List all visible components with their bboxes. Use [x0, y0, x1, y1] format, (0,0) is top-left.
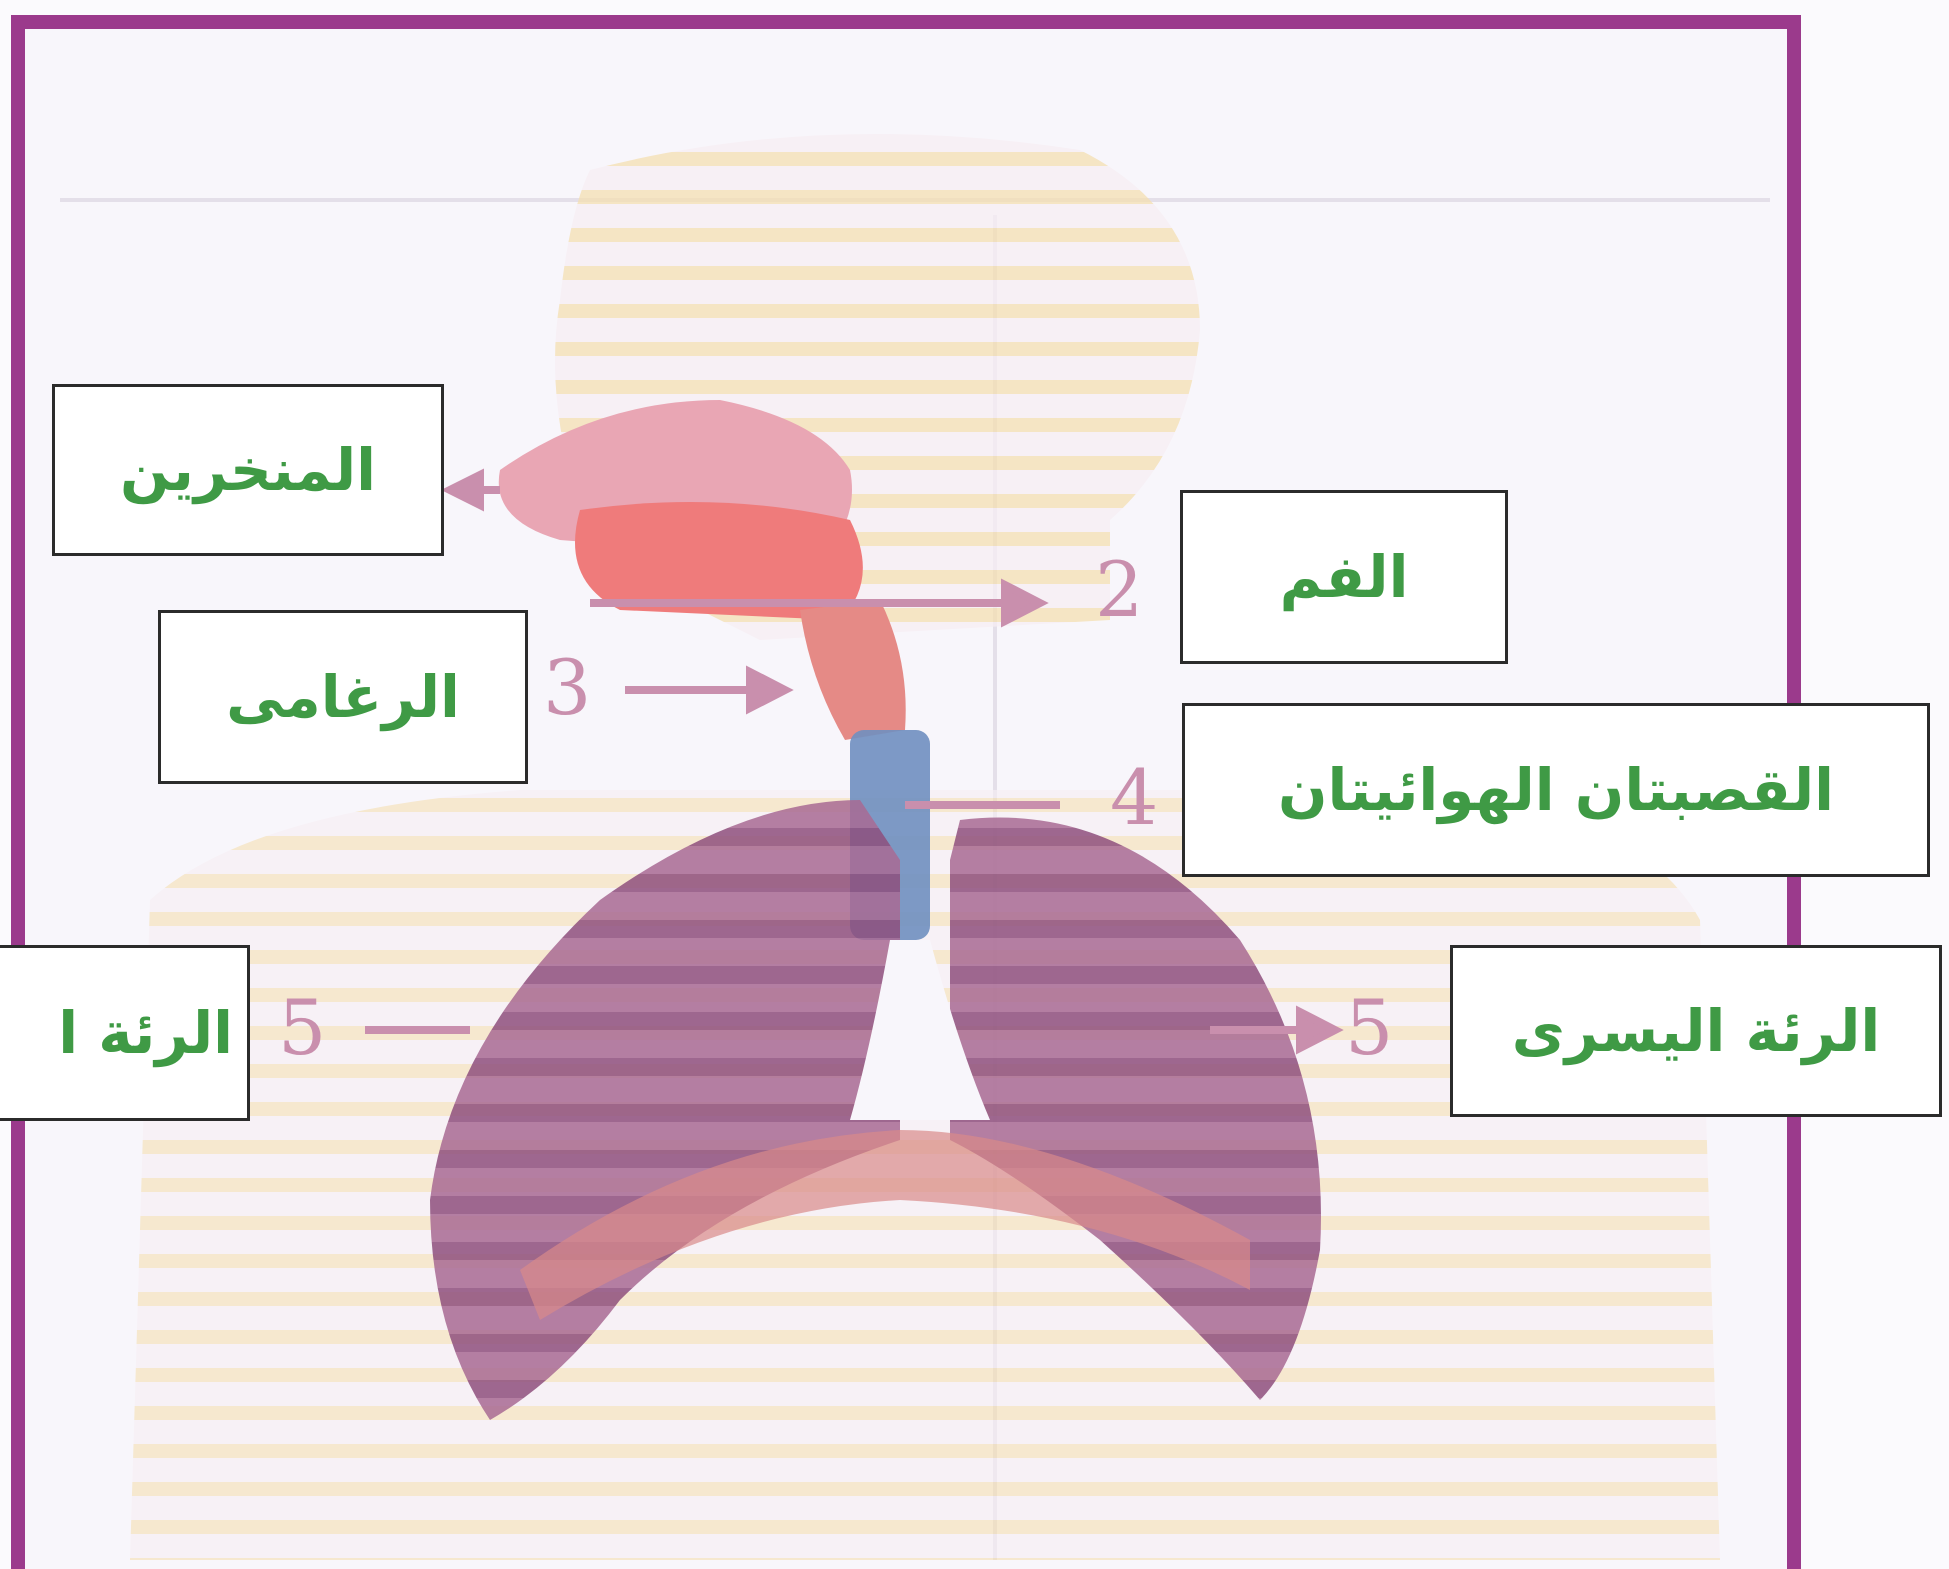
label-bronchi: القصبتان الهوائيتان: [1182, 703, 1930, 877]
number-mouth: 2: [1095, 552, 1143, 628]
number-left-lung: 5: [1345, 990, 1393, 1066]
label-right-lung: الرئة ا: [0, 945, 250, 1121]
label-left-lung: الرئة اليسرى: [1450, 945, 1942, 1117]
number-right-lung: 5: [278, 990, 326, 1066]
label-mouth: الفم: [1180, 490, 1508, 664]
label-nostrils: المنخرين: [52, 384, 444, 556]
label-trachea: الرغامى: [158, 610, 528, 784]
number-trachea: 3: [543, 650, 591, 726]
number-bronchi: 4: [1110, 760, 1158, 836]
